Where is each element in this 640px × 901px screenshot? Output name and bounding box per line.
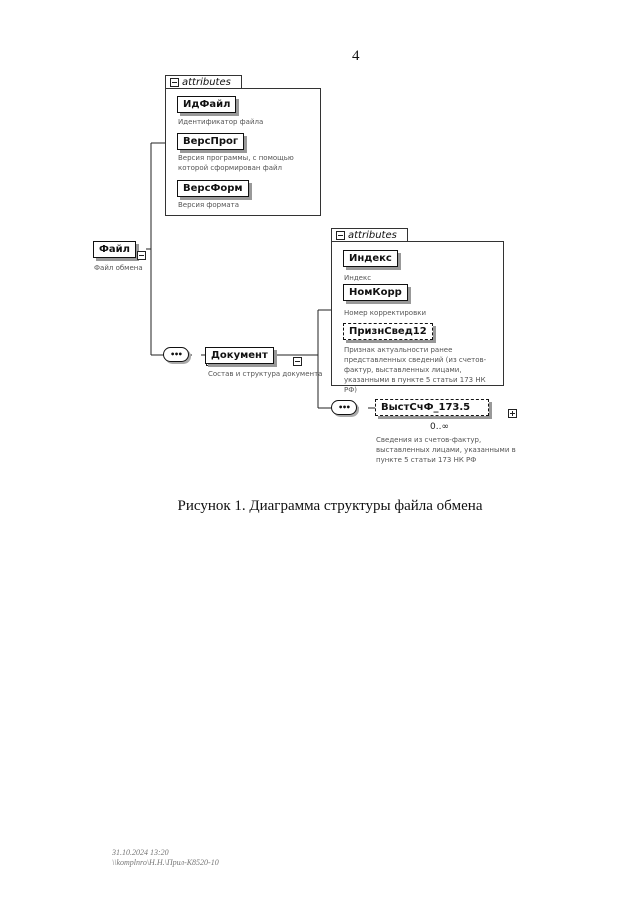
attribute-priznsved12[interactable]: ПризнСвед12 [343, 323, 433, 340]
attribute-description: Идентификатор файла [178, 118, 264, 126]
attributes-tab[interactable]: attributes [331, 228, 408, 242]
child-description: Сведения из счетов-фактур, выставленных … [376, 436, 516, 464]
attribute-idfile[interactable]: ИдФайл [177, 96, 237, 113]
collapse-icon[interactable] [293, 357, 303, 366]
attribute-description: Номер корректировки [344, 309, 426, 317]
sequence-icon[interactable]: ••• [331, 400, 357, 415]
attributes-tab[interactable]: attributes [165, 75, 242, 89]
root-element[interactable]: Файл [93, 241, 136, 258]
attribute-description: Признак актуальности ранее представленны… [344, 346, 487, 394]
attribute-nomkorr[interactable]: НомКорр [343, 284, 408, 301]
attribute-description: Версия формата [178, 201, 240, 209]
collapse-icon[interactable] [137, 251, 146, 260]
document-element[interactable]: Документ [205, 347, 274, 364]
attribute-description: Индекс [344, 274, 372, 282]
sequence-icon[interactable]: ••• [163, 347, 189, 362]
attribute-versprog[interactable]: ВерсПрог [177, 133, 245, 150]
figure-caption: Рисунок 1. Диаграмма структуры файла обм… [177, 498, 483, 514]
attributes-label: attributes [348, 230, 397, 241]
attribute-index[interactable]: Индекс [343, 250, 398, 267]
expand-icon[interactable] [508, 409, 518, 418]
attribute-description: Версия программы, с помощью которой сфор… [178, 154, 294, 172]
collapse-icon[interactable] [336, 231, 345, 240]
footer-path: \\komplnro\Н.Н.\Прил-К8520-10 [112, 858, 219, 867]
document-attributes-box [331, 241, 504, 386]
attribute-versform[interactable]: ВерсФорм [177, 180, 249, 197]
child-element[interactable]: ВыстСчФ_173.5 [375, 399, 490, 416]
attributes-label: attributes [182, 77, 231, 88]
page-number: 4 [352, 48, 360, 64]
document-description: Состав и структура документа [208, 370, 323, 378]
root-description: Файл обмена [94, 264, 143, 272]
collapse-icon[interactable] [170, 78, 179, 87]
root-attributes-box [165, 88, 321, 216]
cardinality: 0..∞ [430, 422, 449, 432]
footer-timestamp: 31.10.2024 13:20 [112, 848, 169, 857]
